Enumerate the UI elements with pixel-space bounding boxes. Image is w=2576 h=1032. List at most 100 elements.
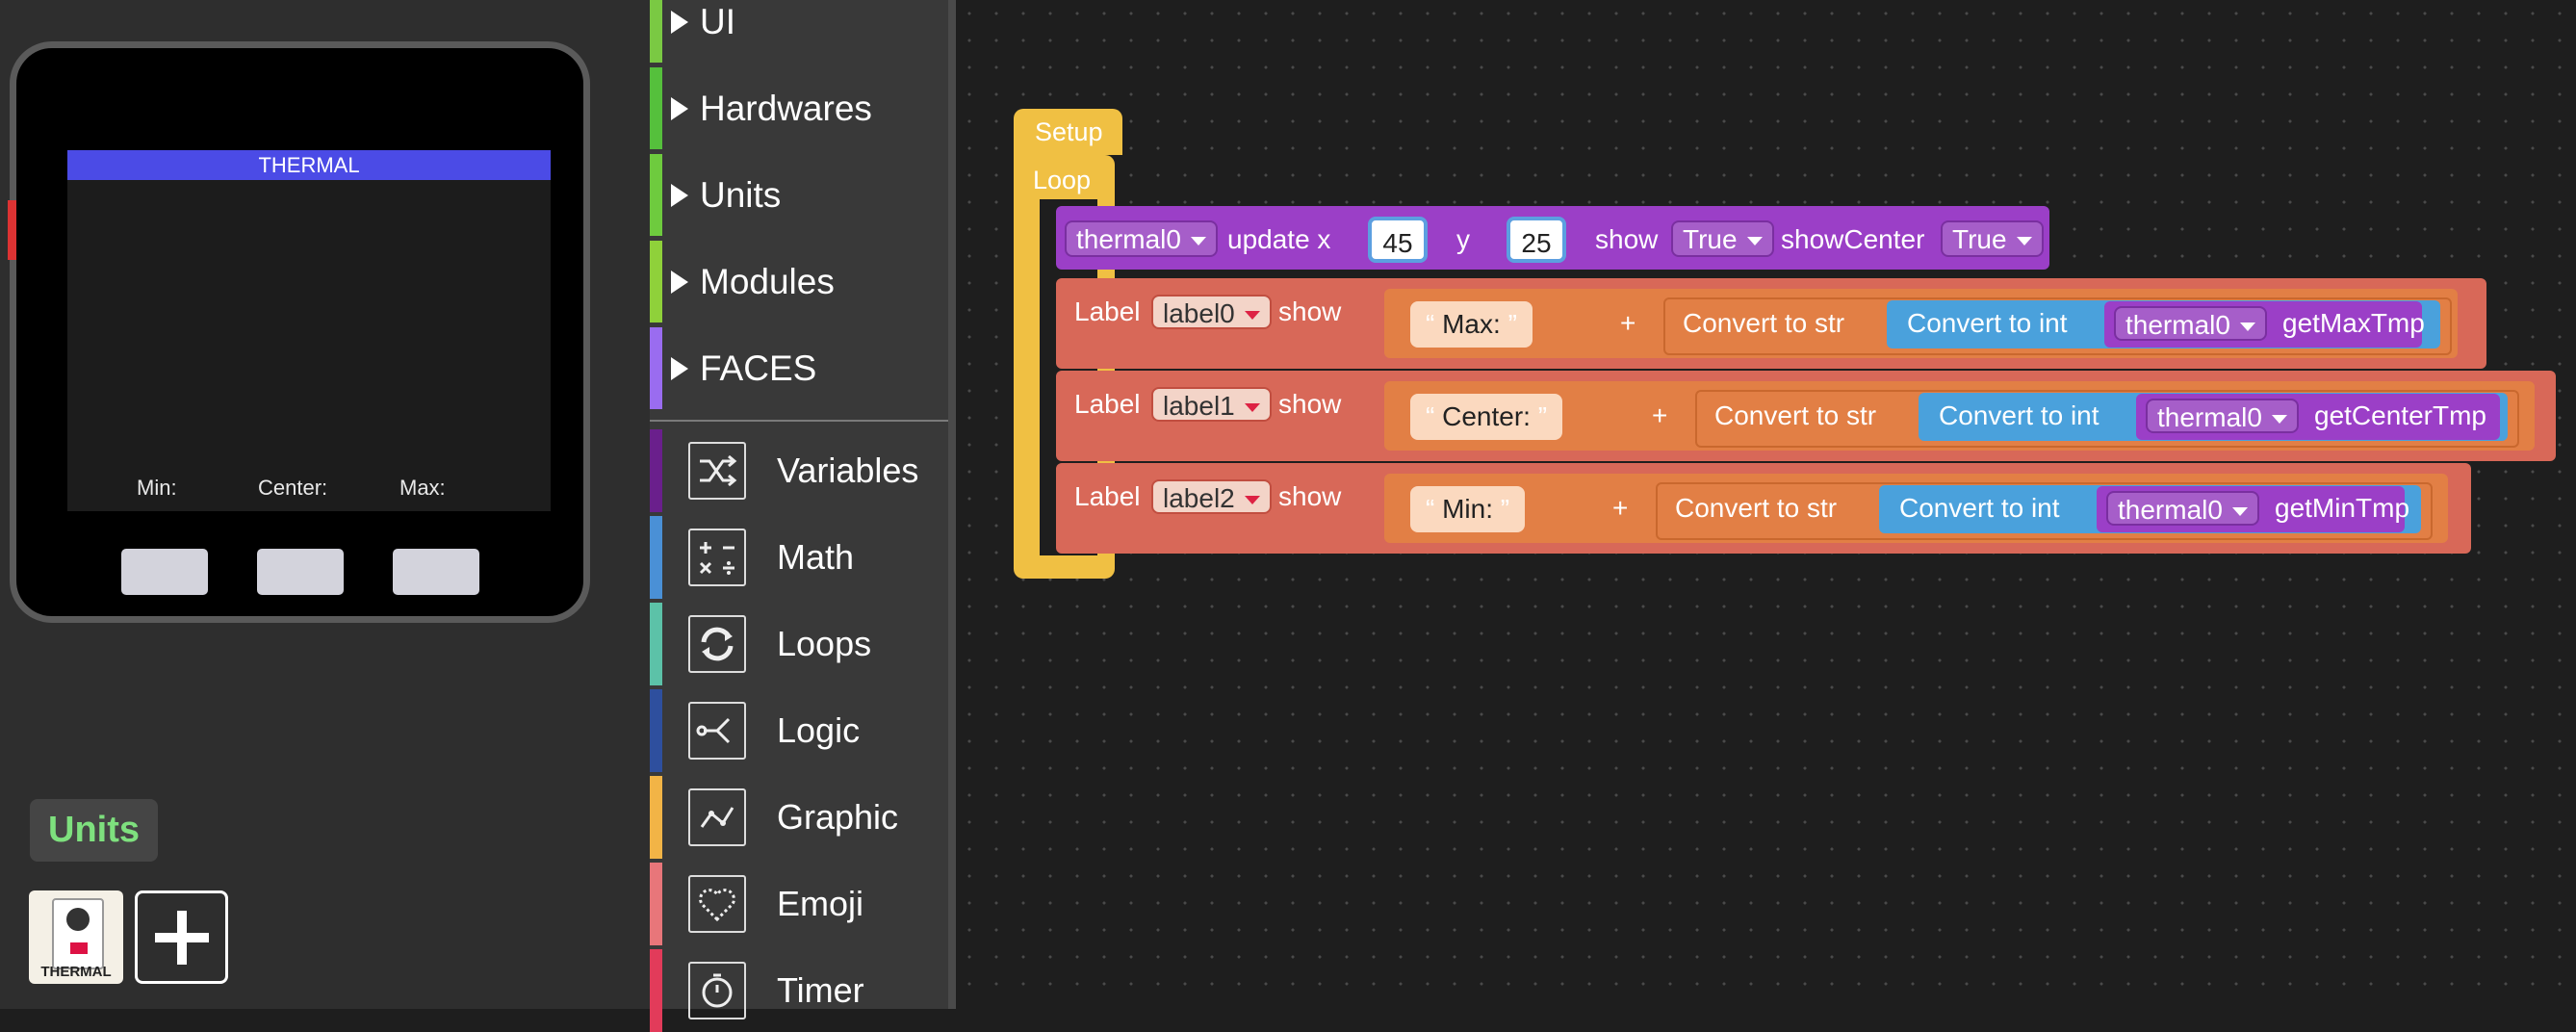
thermal-unit-icon	[52, 898, 104, 969]
category-label: Modules	[700, 261, 835, 301]
heart-icon	[688, 875, 746, 933]
category-color-bar	[650, 949, 662, 1032]
label-keyword: Label	[1074, 389, 1141, 419]
category-color-bar	[650, 241, 662, 322]
toolbox-item-variables[interactable]: Variables	[650, 429, 948, 512]
label-keyword: Label	[1074, 297, 1141, 326]
setup-label: Setup	[1035, 117, 1103, 146]
chevron-down-icon	[1244, 403, 1260, 413]
expand-arrow-icon	[671, 183, 688, 207]
toolbox-scrollbar[interactable]	[948, 0, 956, 1009]
toolbox-item-label: Timer	[777, 970, 864, 1010]
device-button-c[interactable]	[393, 549, 479, 595]
device-button-a[interactable]	[121, 549, 208, 595]
category-color-bar	[650, 863, 662, 945]
convert-int-label: Convert to int	[1907, 308, 2068, 338]
shuffle-icon	[688, 442, 746, 500]
show-label: show	[1595, 224, 1659, 254]
convert-int-label: Convert to int	[1899, 493, 2060, 523]
getter-method-label: getCenterTmp	[2314, 400, 2486, 430]
thermal-unit-caption: THERMAL	[40, 964, 112, 980]
toolbox-item-loops[interactable]: Loops	[650, 603, 948, 685]
chevron-down-icon	[2239, 322, 2255, 332]
loop-icon	[688, 615, 746, 673]
category-color-bar	[650, 154, 662, 236]
chevron-down-icon	[2016, 237, 2032, 246]
show-value-dropdown[interactable]: True	[1671, 220, 1774, 257]
expand-arrow-icon	[671, 270, 688, 294]
category-color-bar	[650, 776, 662, 859]
toolbox-category-modules[interactable]: Modules	[650, 241, 948, 322]
category-color-bar	[650, 603, 662, 685]
text-literal[interactable]: “ Center: ”	[1410, 394, 1563, 440]
category-color-bar	[650, 516, 662, 599]
category-label: FACES	[700, 348, 817, 388]
toolbox-category-units[interactable]: Units	[650, 154, 948, 236]
toolbox-item-label: Logic	[777, 710, 861, 750]
update-x-label: update x	[1227, 224, 1331, 254]
show-keyword: show	[1278, 297, 1342, 326]
add-unit-button[interactable]	[135, 890, 228, 984]
convert-int-label: Convert to int	[1939, 400, 2099, 430]
category-color-bar	[650, 67, 662, 149]
math-icon	[688, 529, 746, 586]
text-literal[interactable]: “ Max: ”	[1410, 301, 1533, 348]
convert-str-label: Convert to str	[1714, 400, 1877, 430]
category-color-bar	[650, 429, 662, 512]
category-color-bar	[650, 689, 662, 772]
sensor-dropdown[interactable]: thermal0	[2146, 399, 2299, 433]
device-side-button	[8, 200, 16, 260]
device-simulator: THERMAL Min: Center: Max:	[8, 41, 590, 623]
x-value-input[interactable]: 45	[1368, 217, 1428, 263]
category-color-bar	[650, 0, 662, 63]
convert-str-label: Convert to str	[1675, 493, 1838, 523]
label-name-dropdown[interactable]: label2	[1151, 479, 1272, 514]
setup-block[interactable]	[1014, 109, 1122, 155]
chevron-down-icon	[2231, 507, 2248, 517]
chevron-down-icon	[2271, 415, 2287, 425]
toolbox-item-emoji[interactable]: Emoji	[650, 863, 948, 945]
blocks-workspace[interactable]: Setup Loop thermal0 update x 45 y 25 sho…	[956, 0, 2576, 1009]
label-keyword: Label	[1074, 481, 1141, 511]
chevron-down-icon	[1746, 237, 1763, 246]
toolbox-item-graphic[interactable]: Graphic	[650, 776, 948, 859]
screen-title: THERMAL	[67, 150, 551, 180]
label-name-dropdown[interactable]: label1	[1151, 387, 1272, 422]
device-screen: THERMAL Min: Center: Max:	[67, 150, 551, 511]
toolbox: UI Hardwares Units Modules FACES Variabl…	[650, 0, 956, 1032]
plus-operator: +	[1612, 493, 1629, 523]
label-name-dropdown[interactable]: label0	[1151, 295, 1272, 329]
toolbox-item-label: Loops	[777, 624, 872, 663]
showcenter-value-dropdown[interactable]: True	[1941, 220, 2044, 257]
toolbox-category-ui[interactable]: UI	[650, 0, 948, 63]
getter-method-label: getMinTmp	[2275, 493, 2410, 523]
getter-method-label: getMaxTmp	[2282, 308, 2425, 338]
toolbox-item-label: Emoji	[777, 884, 864, 923]
device-panel: THERMAL Min: Center: Max: Units THERMAL	[0, 0, 650, 1009]
toolbox-item-label: Math	[777, 537, 855, 577]
loop-label: Loop	[1033, 166, 1092, 194]
thermal-unit-tile[interactable]: THERMAL	[29, 890, 123, 984]
screen-label-max: Max:	[399, 476, 446, 500]
toolbox-category-hardwares[interactable]: Hardwares	[650, 67, 948, 149]
convert-str-label: Convert to str	[1683, 308, 1845, 338]
sensor-dropdown[interactable]: thermal0	[2114, 306, 2267, 341]
thermal-target-dropdown[interactable]: thermal0	[1065, 220, 1218, 257]
toolbox-category-faces[interactable]: FACES	[650, 327, 948, 409]
units-title: Units	[30, 799, 158, 862]
y-value-input[interactable]: 25	[1507, 217, 1566, 263]
text-literal[interactable]: “ Min: ”	[1410, 486, 1526, 532]
toolbox-item-logic[interactable]: Logic	[650, 689, 948, 772]
toolbox-item-label: Graphic	[777, 797, 899, 837]
toolbox-item-timer[interactable]: Timer	[650, 949, 948, 1032]
screen-label-min: Min:	[137, 476, 177, 500]
plus-operator: +	[1652, 400, 1668, 430]
show-keyword: show	[1278, 389, 1342, 419]
sensor-dropdown[interactable]: thermal0	[2106, 491, 2259, 526]
expand-arrow-icon	[671, 96, 688, 120]
category-label: Hardwares	[700, 88, 872, 128]
y-label: y	[1456, 224, 1470, 254]
category-label: UI	[700, 1, 735, 41]
toolbox-item-math[interactable]: Math	[650, 516, 948, 599]
device-button-b[interactable]	[257, 549, 344, 595]
